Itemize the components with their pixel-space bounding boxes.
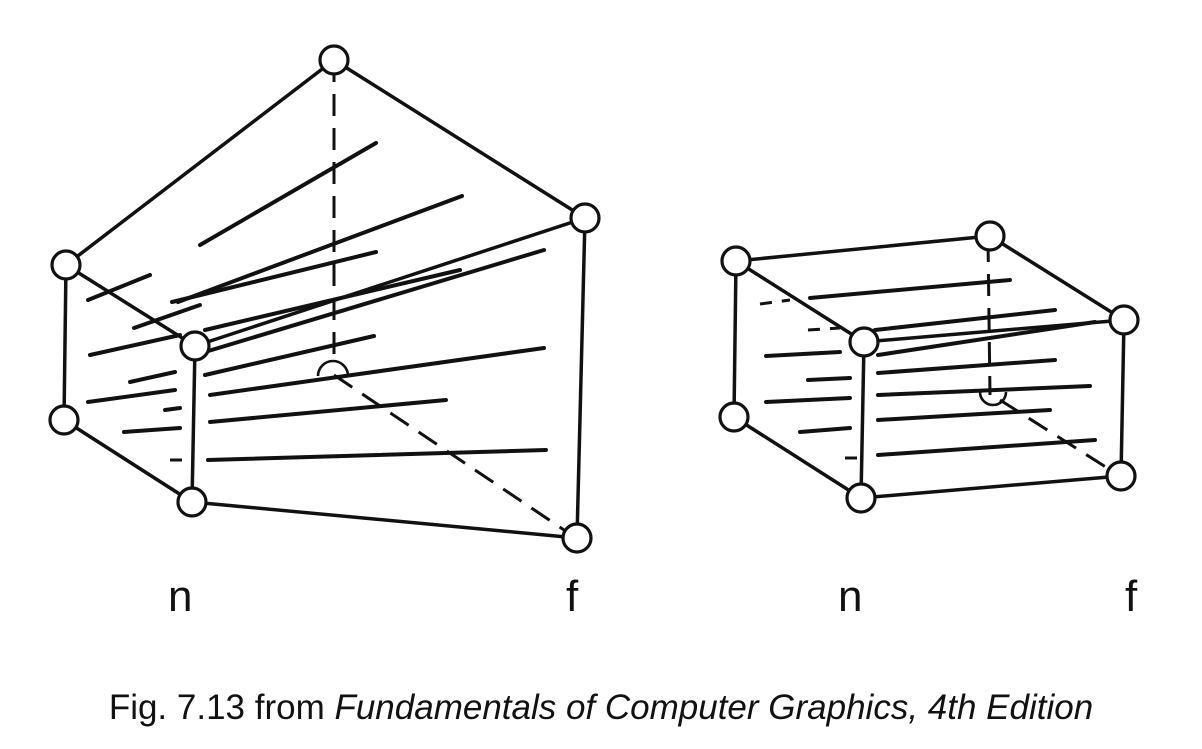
- far-plane-label-right: f: [1125, 572, 1138, 621]
- near-plane-label-right: n: [838, 572, 863, 621]
- perspective-frustum: [48, 44, 601, 554]
- near-plane-label-left: n: [168, 572, 193, 621]
- frustum-vertex: [176, 486, 208, 518]
- frustum-vertex: [561, 522, 593, 554]
- box-vertex: [1105, 460, 1137, 492]
- box-vertex: [845, 482, 877, 514]
- eye-icon: [978, 391, 1008, 407]
- figure-caption: Fig. 7.13 from Fundamentals of Computer …: [0, 688, 1202, 728]
- frustum-vertex: [318, 44, 350, 76]
- eye-icon: [316, 359, 350, 377]
- orthographic-box: [718, 220, 1140, 514]
- frustum-vertex: [48, 404, 80, 436]
- box-vertex: [974, 220, 1006, 252]
- box-vertex: [720, 245, 752, 277]
- box-vertex: [848, 326, 880, 358]
- box-hidden-bottom-edge: [999, 398, 1121, 478]
- frustum-hidden-bottom-edge: [333, 373, 577, 540]
- caption-prefix: Fig. 7.13 from: [108, 688, 335, 727]
- frustum-vertex: [179, 330, 211, 362]
- frustum-rays: [86, 141, 548, 462]
- box-rays: [759, 278, 1097, 460]
- caption-book-title: Fundamentals of Computer Graphics, 4th E…: [334, 688, 1094, 727]
- far-plane-label-left: f: [566, 572, 579, 621]
- frustum-vertex: [569, 202, 601, 234]
- box-vertex: [718, 401, 750, 433]
- frustum-vertex: [50, 249, 82, 281]
- box-vertex: [1108, 304, 1140, 336]
